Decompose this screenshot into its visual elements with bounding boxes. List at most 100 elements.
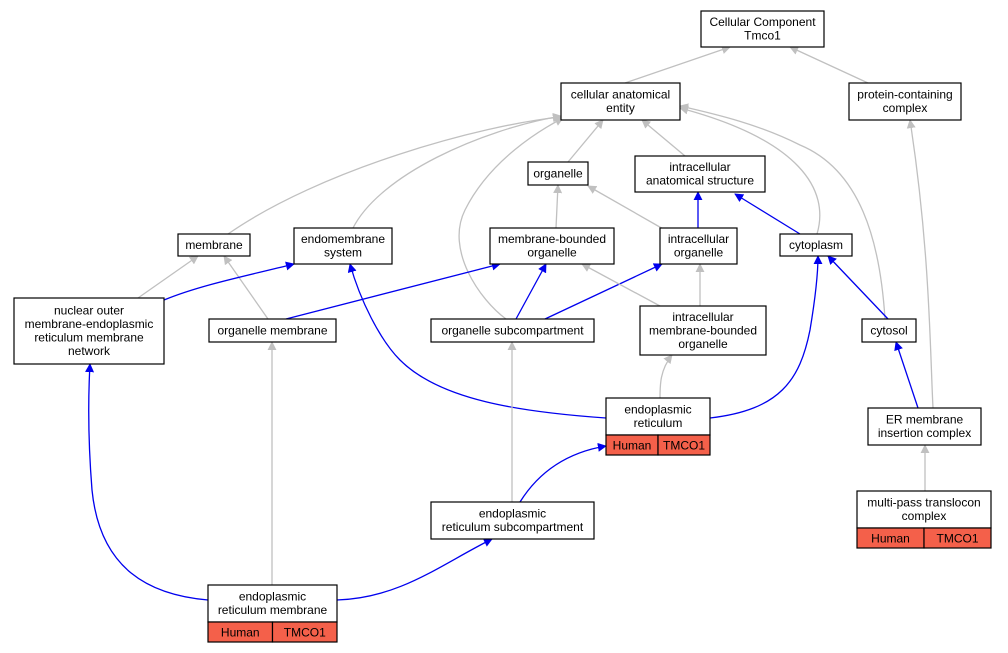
node-label-line: organelle membrane bbox=[217, 323, 327, 337]
node-label-line: endoplasmic bbox=[479, 507, 546, 521]
edge-emc-to-cytosol bbox=[894, 341, 919, 409]
node-label-line: organelle subcompartment bbox=[441, 323, 584, 337]
edge-membrane-to-cae bbox=[227, 113, 562, 235]
node-box bbox=[856, 490, 992, 529]
node-label-line: reticulum membrane bbox=[218, 603, 328, 617]
node-label-line: organelle bbox=[674, 246, 724, 260]
node-label-line: complex bbox=[902, 509, 947, 523]
node-label-line: cytosol bbox=[870, 323, 907, 337]
node-box bbox=[430, 501, 595, 540]
edge-emc-to-pcc bbox=[906, 119, 934, 409]
node-label-line: complex bbox=[883, 101, 928, 115]
node-label-line: intracellular bbox=[672, 310, 733, 324]
node-label-line: entity bbox=[606, 101, 635, 115]
edge-er-to-endomembrane bbox=[347, 263, 607, 419]
annotation-species-label: Human bbox=[613, 439, 652, 453]
node-box bbox=[867, 407, 982, 446]
node-box bbox=[293, 227, 393, 265]
node-label-line: organelle bbox=[527, 246, 577, 260]
node-label-line: endoplasmic bbox=[624, 403, 691, 417]
node-box bbox=[861, 318, 917, 343]
edge-imbo-to-mbo bbox=[581, 263, 661, 307]
edges-layer bbox=[85, 45, 934, 601]
node-box bbox=[700, 10, 825, 48]
node-box bbox=[659, 227, 738, 265]
node-label-line: membrane-bounded bbox=[498, 232, 606, 246]
node-orgsub[interactable]: organelle subcompartment bbox=[430, 318, 595, 343]
node-cytoplasm[interactable]: cytoplasm bbox=[779, 233, 853, 257]
edge-erm-to-ersub bbox=[336, 538, 493, 601]
node-label-line: intracellular bbox=[668, 232, 729, 246]
node-box bbox=[527, 161, 589, 186]
node-label-line: membrane-bounded bbox=[649, 323, 757, 337]
edge-nuclear-to-endomembrane bbox=[163, 261, 295, 301]
edge-orgsub-to-mbo bbox=[515, 263, 547, 320]
annotation-gene-cell bbox=[923, 527, 992, 549]
edge-endomembrane-to-cae bbox=[352, 112, 562, 229]
node-label-line: Tmco1 bbox=[744, 29, 781, 43]
edge-cae-to-root bbox=[624, 45, 731, 84]
node-cytosol[interactable]: cytosol bbox=[861, 318, 917, 343]
node-box bbox=[634, 155, 766, 193]
node-label-line: protein-containing bbox=[857, 88, 952, 102]
edge-cytosol-to-cytoplasm bbox=[827, 255, 889, 320]
edge-ersub-to-er bbox=[519, 442, 607, 503]
node-organelle[interactable]: organelle bbox=[527, 161, 589, 186]
edge-ias-to-cae bbox=[641, 119, 686, 157]
edge-orgmem-to-membrane bbox=[223, 255, 269, 320]
node-label-line: nuclear outer bbox=[54, 304, 124, 318]
node-label-line: Cellular Component bbox=[709, 15, 816, 29]
node-label-line: organelle bbox=[533, 166, 583, 180]
node-label-line: intracellular bbox=[669, 160, 730, 174]
annotation-gene-cell bbox=[271, 621, 338, 643]
node-box bbox=[430, 318, 595, 343]
edge-er-to-imbo bbox=[659, 354, 673, 399]
node-label-line: system bbox=[324, 246, 362, 260]
node-label-line: cytoplasm bbox=[789, 238, 843, 252]
node-label-line: ER membrane bbox=[886, 413, 964, 427]
node-label-line: membrane-endoplasmic bbox=[25, 317, 154, 331]
edge-cytoplasm-to-cae bbox=[679, 105, 821, 235]
annotation-species-label: Human bbox=[221, 626, 260, 640]
node-box bbox=[848, 82, 962, 121]
node-label-line: endomembrane bbox=[301, 232, 385, 246]
edge-erm-to-nuclear bbox=[85, 363, 209, 601]
annotation-gene-label: TMCO1 bbox=[937, 532, 979, 546]
edge-pcc-to-root bbox=[789, 46, 869, 84]
edge-cytoplasm-to-ias bbox=[734, 193, 801, 235]
node-label-line: anatomical structure bbox=[646, 174, 754, 188]
annotation-gene-label: TMCO1 bbox=[663, 439, 705, 453]
node-box bbox=[489, 227, 615, 265]
annotation-gene-label: TMCO1 bbox=[284, 626, 326, 640]
node-membrane[interactable]: membrane bbox=[177, 233, 251, 257]
node-orgmem[interactable]: organelle membrane bbox=[208, 318, 337, 343]
node-box bbox=[177, 233, 251, 257]
annotation-species-label: Human bbox=[871, 532, 910, 546]
edge-intraorg-to-organelle bbox=[587, 185, 666, 231]
edge-nuclear-to-membrane bbox=[137, 255, 199, 299]
node-nuclear[interactable]: nuclear outermembrane-endoplasmicreticul… bbox=[13, 297, 165, 365]
node-label-line: network bbox=[68, 344, 111, 358]
edge-orgsub-to-cae bbox=[458, 117, 564, 320]
node-box bbox=[779, 233, 853, 257]
node-label-line: organelle bbox=[678, 337, 728, 351]
node-label-line: cellular anatomical bbox=[571, 88, 670, 102]
node-box bbox=[560, 82, 681, 121]
edge-orgmem-to-mbo bbox=[285, 261, 501, 320]
node-box bbox=[605, 397, 711, 436]
